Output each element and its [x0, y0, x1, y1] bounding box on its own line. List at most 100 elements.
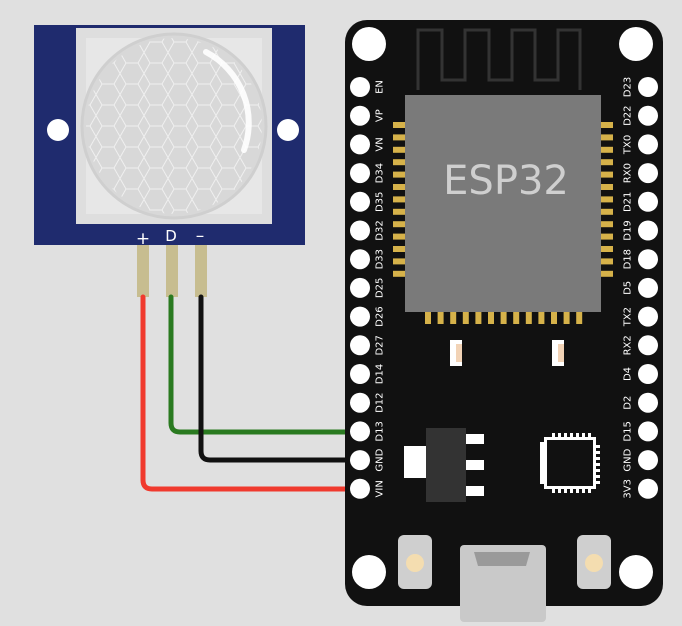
usb-chip-leg: [558, 433, 561, 437]
left-pin-vn[interactable]: [350, 134, 370, 155]
chip-pad: [393, 221, 405, 228]
left-pin-vin[interactable]: [350, 478, 370, 499]
pir-pin-label-data: D: [165, 227, 177, 245]
left-pin-d13[interactable]: [350, 421, 370, 442]
right-pin-d19[interactable]: [638, 220, 658, 241]
left-pin-label: VIN: [375, 480, 386, 497]
boot-button-cap[interactable]: [585, 554, 603, 572]
usb-chip-leg: [540, 469, 544, 472]
right-pin-label: D19: [623, 220, 634, 240]
regulator-pin-2: [466, 460, 484, 470]
right-pin-label: D23: [623, 77, 634, 97]
usb-chip-leg: [596, 475, 600, 478]
right-pin-d5[interactable]: [638, 277, 658, 298]
wire-vcc-to-vin[interactable]: [140, 294, 363, 492]
usb-serial-chip: [540, 433, 600, 493]
right-header-pins: D23D22TX0RX0D21D19D18D5TX2RX2D4D2D15GND3…: [623, 77, 658, 499]
left-pin-label: VN: [375, 137, 386, 151]
right-pin-label: D2: [623, 396, 634, 410]
en-button-cap[interactable]: [406, 554, 424, 572]
right-pin-d21[interactable]: [638, 191, 658, 212]
left-pin-label: D12: [375, 392, 386, 412]
left-pin-d35[interactable]: [350, 191, 370, 212]
right-pin-3v3[interactable]: [638, 478, 658, 499]
regulator-pin-1: [466, 434, 484, 444]
usb-port-opening: [474, 552, 530, 566]
boot-button[interactable]: [577, 535, 611, 589]
esp32-chip: [405, 95, 601, 312]
chip-pad: [576, 312, 583, 324]
usb-chip-leg: [576, 489, 579, 493]
pir-lens-pattern: [86, 38, 262, 214]
left-pin-label: VP: [375, 109, 386, 122]
pir-pin-vcc[interactable]: [137, 245, 149, 297]
chip-pad: [488, 312, 494, 324]
right-pin-label: RX2: [623, 335, 634, 355]
usb-chip-leg: [540, 478, 544, 481]
chip-pad: [538, 312, 545, 324]
right-pin-rx2[interactable]: [638, 335, 658, 356]
usb-chip-leg: [540, 472, 544, 475]
usb-chip-leg: [596, 463, 600, 466]
chip-pad: [393, 196, 405, 203]
chip-pad: [393, 258, 405, 265]
pir-pin-data[interactable]: [166, 245, 178, 297]
usb-chip-leg: [540, 457, 544, 460]
usb-chip-leg: [552, 489, 555, 493]
chip-pad: [601, 171, 613, 178]
right-pin-label: TX2: [623, 307, 634, 327]
left-pin-d32[interactable]: [350, 220, 370, 241]
chip-pad: [393, 159, 405, 166]
left-pin-label: EN: [375, 80, 386, 94]
pir-pin-gnd[interactable]: [195, 245, 207, 297]
left-pin-label: D26: [375, 306, 386, 326]
chip-pad: [601, 233, 613, 240]
chip-pad: [563, 312, 570, 324]
right-pin-d2[interactable]: [638, 392, 658, 413]
right-pin-rx0[interactable]: [638, 163, 658, 184]
right-pin-tx2[interactable]: [638, 306, 658, 327]
wire-data-to-d13[interactable]: [168, 294, 363, 435]
left-pin-en[interactable]: [350, 77, 370, 97]
chip-pad: [601, 270, 613, 277]
voltage-regulator: [426, 428, 466, 502]
right-pin-gnd[interactable]: [638, 450, 658, 471]
left-pin-label: D14: [375, 364, 386, 384]
left-pin-d14[interactable]: [350, 364, 370, 384]
right-pin-d23[interactable]: [638, 77, 658, 97]
left-pin-d12[interactable]: [350, 392, 370, 413]
left-pin-d25[interactable]: [350, 277, 370, 298]
left-pin-d34[interactable]: [350, 163, 370, 184]
usb-chip-leg: [576, 433, 579, 437]
usb-chip-leg: [582, 433, 585, 437]
usb-chip-leg: [540, 448, 544, 451]
right-pin-label: D21: [623, 192, 634, 212]
right-pin-d4[interactable]: [638, 364, 658, 384]
micro-usb-port[interactable]: [460, 545, 546, 622]
right-pin-d15[interactable]: [638, 421, 658, 442]
chip-pad: [437, 312, 444, 324]
chip-pad: [601, 159, 613, 166]
right-pin-d18[interactable]: [638, 249, 658, 270]
left-pin-label: D25: [375, 278, 386, 298]
chip-pad: [513, 312, 520, 324]
chip-pad: [425, 312, 431, 324]
left-pin-label: D13: [375, 421, 386, 441]
right-pin-label: D18: [623, 249, 634, 269]
right-pin-d22[interactable]: [638, 105, 658, 126]
usb-chip-leg: [596, 445, 600, 448]
left-pin-d27[interactable]: [350, 335, 370, 356]
left-pin-vp[interactable]: [350, 105, 370, 126]
wire-gnd-to-gnd[interactable]: [198, 294, 363, 463]
chip-pad: [601, 196, 613, 203]
left-pin-d33[interactable]: [350, 249, 370, 270]
chip-pad: [475, 312, 482, 324]
usb-chip-leg: [564, 433, 567, 437]
regulator-pin-3: [466, 486, 484, 496]
chip-pad: [393, 184, 405, 190]
left-pin-d26[interactable]: [350, 306, 370, 327]
left-pin-gnd[interactable]: [350, 450, 370, 471]
right-pin-tx0[interactable]: [638, 134, 658, 155]
en-button[interactable]: [398, 535, 432, 589]
usb-chip-leg: [540, 481, 544, 484]
